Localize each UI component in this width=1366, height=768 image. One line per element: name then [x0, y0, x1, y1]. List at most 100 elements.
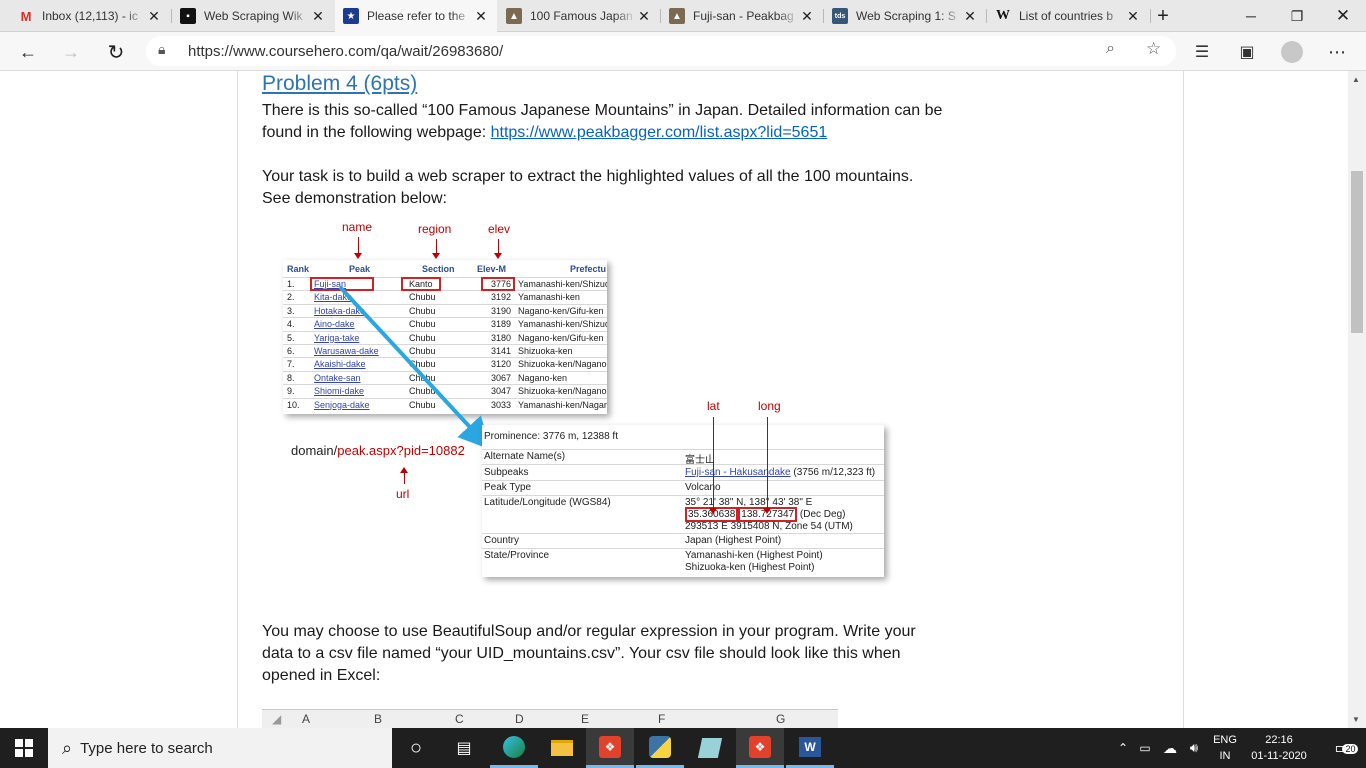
close-icon[interactable]: ✕: [148, 7, 160, 24]
cortana-icon[interactable]: ○: [409, 736, 423, 759]
cell-rank: 2.: [287, 292, 295, 303]
close-icon[interactable]: ✕: [801, 7, 813, 24]
label-subpeaks: Subpeaks: [484, 467, 529, 478]
value-latlong-dms: 35° 21' 38" N, 138° 43' 38" E: [685, 497, 813, 508]
tab-web-scraping-wiki[interactable]: ▪ Web Scraping Wik ✕: [172, 0, 334, 32]
close-window-button[interactable]: ✕: [1335, 6, 1351, 25]
clock-time: 22:16: [1265, 734, 1293, 746]
annotation-region: region: [418, 222, 452, 236]
new-tab-button[interactable]: +: [1157, 4, 1169, 27]
row-peak-type: Peak Type Volcano: [482, 480, 884, 495]
notes-app-icon[interactable]: [686, 728, 734, 768]
url-box[interactable]: 🔒︎ https://www.coursehero.com/qa/wait/26…: [146, 36, 1176, 66]
restore-button[interactable]: ❐: [1290, 7, 1304, 24]
language-code: ENG: [1213, 734, 1237, 746]
excel-col-e: E: [581, 712, 590, 726]
close-icon[interactable]: ✕: [638, 7, 650, 24]
git-app-2-icon[interactable]: ❖: [736, 728, 784, 768]
excel-col-b: B: [374, 712, 383, 726]
label-state: State/Province: [484, 550, 550, 561]
row-alternate-name: Alternate Name(s) 富士山: [482, 449, 884, 466]
refresh-button[interactable]: ↻: [107, 41, 125, 64]
paragraph-1-prefix: found in the following webpage:: [262, 124, 491, 141]
cell-peak[interactable]: Aino-dake: [314, 319, 355, 330]
link-arrow: [338, 285, 491, 450]
collections-icon[interactable]: ▣: [1239, 44, 1255, 61]
scrollbar-thumb[interactable]: [1351, 171, 1363, 333]
word-icon[interactable]: W: [786, 728, 834, 768]
python-icon[interactable]: [636, 728, 684, 768]
scroll-up-icon[interactable]: ▲: [1352, 75, 1360, 84]
cell-peak[interactable]: Kita-dake: [314, 292, 353, 303]
tab-gmail[interactable]: M Inbox (12,113) - ic ✕: [10, 0, 170, 32]
cell-elev: 3180: [491, 332, 512, 343]
close-icon[interactable]: ✕: [1127, 7, 1139, 24]
tab-coursehero[interactable]: ★ Please refer to the ✕: [335, 0, 497, 32]
label-peak-type: Peak Type: [484, 482, 532, 493]
url-text[interactable]: https://www.coursehero.com/qa/wait/26983…: [188, 43, 504, 60]
zoom-icon[interactable]: ⌕: [1106, 40, 1115, 57]
close-icon[interactable]: ✕: [964, 7, 976, 24]
subpeaks-link[interactable]: Fuji-san - Hakusandake: [685, 467, 791, 478]
volume-icon[interactable]: 🔊︎: [1189, 740, 1199, 755]
cell-peak[interactable]: Akaishi-dake: [314, 359, 366, 370]
task-view-icon[interactable]: ▤: [456, 740, 472, 757]
cell-pref: Shizuoka-ken/Nagano: [518, 386, 607, 397]
favorites-icon[interactable]: ☰: [1194, 44, 1210, 61]
cell-elev: 3190: [491, 305, 512, 316]
taskbar-search[interactable]: ⌕ Type here to search: [48, 728, 392, 768]
onedrive-cloud-icon[interactable]: ☁: [1163, 739, 1177, 756]
excel-col-a: A: [302, 712, 311, 726]
clock[interactable]: 22:16 01-11-2020: [1244, 732, 1314, 764]
close-icon[interactable]: ✕: [475, 7, 487, 24]
cell-peak[interactable]: Fuji-san: [314, 279, 347, 289]
more-menu-icon[interactable]: ⋯: [1328, 41, 1346, 62]
cell-peak[interactable]: Shiomi-dake: [314, 386, 365, 397]
cell-section: Chubu: [409, 292, 436, 303]
cell-section: Chubu: [409, 305, 436, 316]
video-icon: ▪: [180, 8, 196, 24]
peakbagger-link[interactable]: https://www.peakbagger.com/list.aspx?lid…: [490, 124, 828, 141]
annotation-name: name: [342, 220, 373, 234]
forward-button[interactable]: →: [62, 41, 80, 62]
taskbar: ⌕ Type here to search ○ ▤ ❖ ❖ W ⌃ ▭ ☁ 🔊︎…: [0, 728, 1366, 768]
git-app-icon[interactable]: ❖: [586, 728, 634, 768]
windows-start-icon[interactable]: [0, 728, 48, 768]
tds-icon: tds: [832, 8, 848, 24]
vertical-scrollbar[interactable]: ▲ ▼: [1348, 71, 1366, 728]
battery-icon[interactable]: ▭: [1139, 741, 1151, 755]
minimize-button[interactable]: ─: [1246, 8, 1256, 24]
cell-peak[interactable]: Hotaka-dake: [314, 305, 366, 316]
value-state-1: Yamanashi-ken (Highest Point): [685, 550, 823, 561]
cell-peak[interactable]: Senjoga-dake: [314, 399, 370, 410]
tab-label: Web Scraping Wik: [204, 9, 303, 23]
favorite-star-icon[interactable]: ☆: [1146, 39, 1162, 58]
tab-100-famous[interactable]: ▲ 100 Famous Japan ✕: [498, 0, 660, 32]
profile-avatar[interactable]: [1276, 36, 1308, 68]
cell-section: Chubu: [409, 386, 436, 397]
cell-peak[interactable]: Ontake-san: [314, 372, 361, 383]
paragraph-3-line-2: data to a csv file named “your UID_mount…: [262, 645, 901, 662]
close-icon[interactable]: ✕: [312, 7, 324, 24]
cell-elev: 3047: [491, 386, 512, 397]
tab-list-of-countries[interactable]: W List of countries b ✕: [987, 0, 1149, 32]
lat-value: 35.360638: [685, 507, 739, 522]
cell-elev: 3141: [491, 346, 512, 356]
cell-peak[interactable]: Warusawa-dake: [314, 346, 379, 356]
cell-section: Chubu: [409, 399, 436, 410]
show-hidden-icons[interactable]: ⌃: [1117, 741, 1129, 755]
back-button[interactable]: ←: [19, 41, 37, 62]
notification-center-icon[interactable]: ▭20: [1318, 728, 1366, 768]
file-explorer-icon[interactable]: [538, 728, 586, 768]
scroll-down-icon[interactable]: ▼: [1352, 715, 1360, 724]
tab-web-scraping-1[interactable]: tds Web Scraping 1: S ✕: [824, 0, 986, 32]
cell-peak[interactable]: Yariga-take: [314, 332, 360, 343]
cell-rank: 1.: [287, 279, 295, 289]
tab-fuji-san[interactable]: ▲ Fuji-san - Peakbag ✕: [661, 0, 823, 32]
cell-elev: 3033: [491, 399, 512, 410]
edge-icon[interactable]: [490, 728, 538, 768]
language-indicator[interactable]: ENG IN: [1210, 732, 1240, 764]
